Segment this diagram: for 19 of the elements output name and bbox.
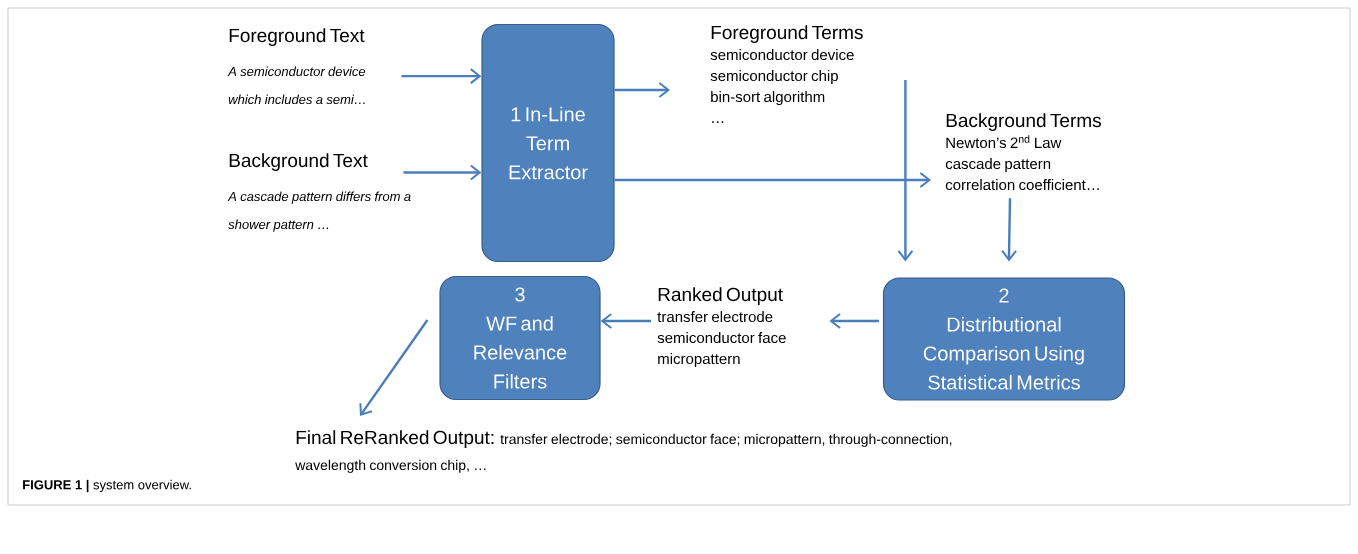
arrow — [1001, 198, 1018, 262]
arrow — [829, 313, 879, 329]
arrow — [614, 82, 670, 98]
term-list: Foreground Terms semiconductor device semiconductor chip bin-sort algorithm … — [710, 25, 863, 123]
arrow — [401, 68, 482, 85]
arrow — [614, 172, 931, 188]
caption: FIGURE 1 | system overview. — [23, 479, 191, 493]
process-box: 1 In-Line Term Extractor — [481, 23, 615, 263]
output-text: Final ReRanked Output: transfer electrode; semiconductor face; micropattern, through-connection, wavelength conversion chip, … — [295, 430, 952, 473]
term-list: Ranked Output transfer electrode semiconductor face micropattern — [657, 287, 786, 368]
process-box: 3 WF and Relevance Filters — [439, 275, 601, 401]
term-list: Background Terms Newton’s 2$^{nd}$ Law cascade pattern correlation coefficient… — [945, 113, 1101, 191]
source-text: Background Text A cascade pattern differs from a shower pattern … — [227, 153, 411, 232]
source-text: Foreground Text A semiconductor device which includes a semi… — [227, 28, 366, 105]
arrow — [403, 164, 482, 181]
arrow — [600, 313, 651, 329]
arrow — [897, 80, 914, 262]
process-box: 2 Distributional Comparison Using Statistical Metrics — [882, 277, 1126, 401]
arrow — [359, 319, 429, 416]
